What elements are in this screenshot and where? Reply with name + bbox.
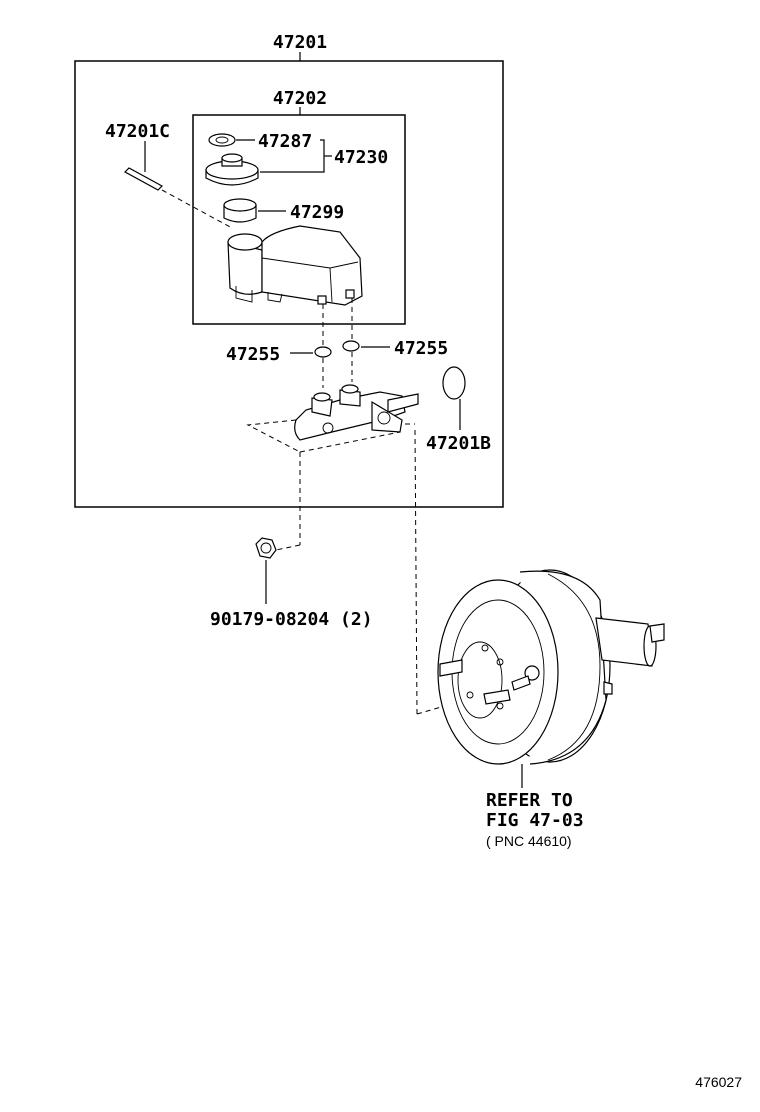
reservoir-tank-part	[227, 225, 363, 306]
label-90179-08204[interactable]: 90179-08204 (2)	[210, 609, 373, 630]
grommet-right-part	[342, 340, 360, 352]
label-47255-left[interactable]: 47255	[226, 344, 280, 365]
master-cylinder-part	[294, 384, 419, 441]
figure-code: 476027	[695, 1074, 742, 1090]
label-47201b[interactable]: 47201B	[426, 433, 491, 454]
grommet-left-part	[314, 346, 332, 358]
label-47255-right[interactable]: 47255	[394, 338, 448, 359]
label-47201[interactable]: 47201	[273, 32, 327, 53]
label-refer-line3: ( PNC 44610)	[486, 833, 572, 849]
reservoir-box	[192, 114, 406, 325]
label-refer-line1[interactable]: REFER TO	[486, 790, 573, 811]
nut-part	[255, 537, 277, 559]
strainer-part	[223, 198, 257, 223]
label-47287[interactable]: 47287	[258, 131, 312, 152]
reservoir-cap-part	[205, 153, 259, 186]
o-ring-part	[442, 366, 466, 400]
gasket-part	[208, 133, 236, 147]
label-47299[interactable]: 47299	[290, 202, 344, 223]
pin-part	[124, 167, 163, 191]
brake-booster-part	[437, 569, 665, 765]
label-47202[interactable]: 47202	[273, 88, 327, 109]
assembly-box	[74, 60, 504, 508]
label-refer-line2[interactable]: FIG 47-03	[486, 810, 584, 831]
label-47230[interactable]: 47230	[334, 147, 388, 168]
label-47201c[interactable]: 47201C	[105, 121, 170, 142]
